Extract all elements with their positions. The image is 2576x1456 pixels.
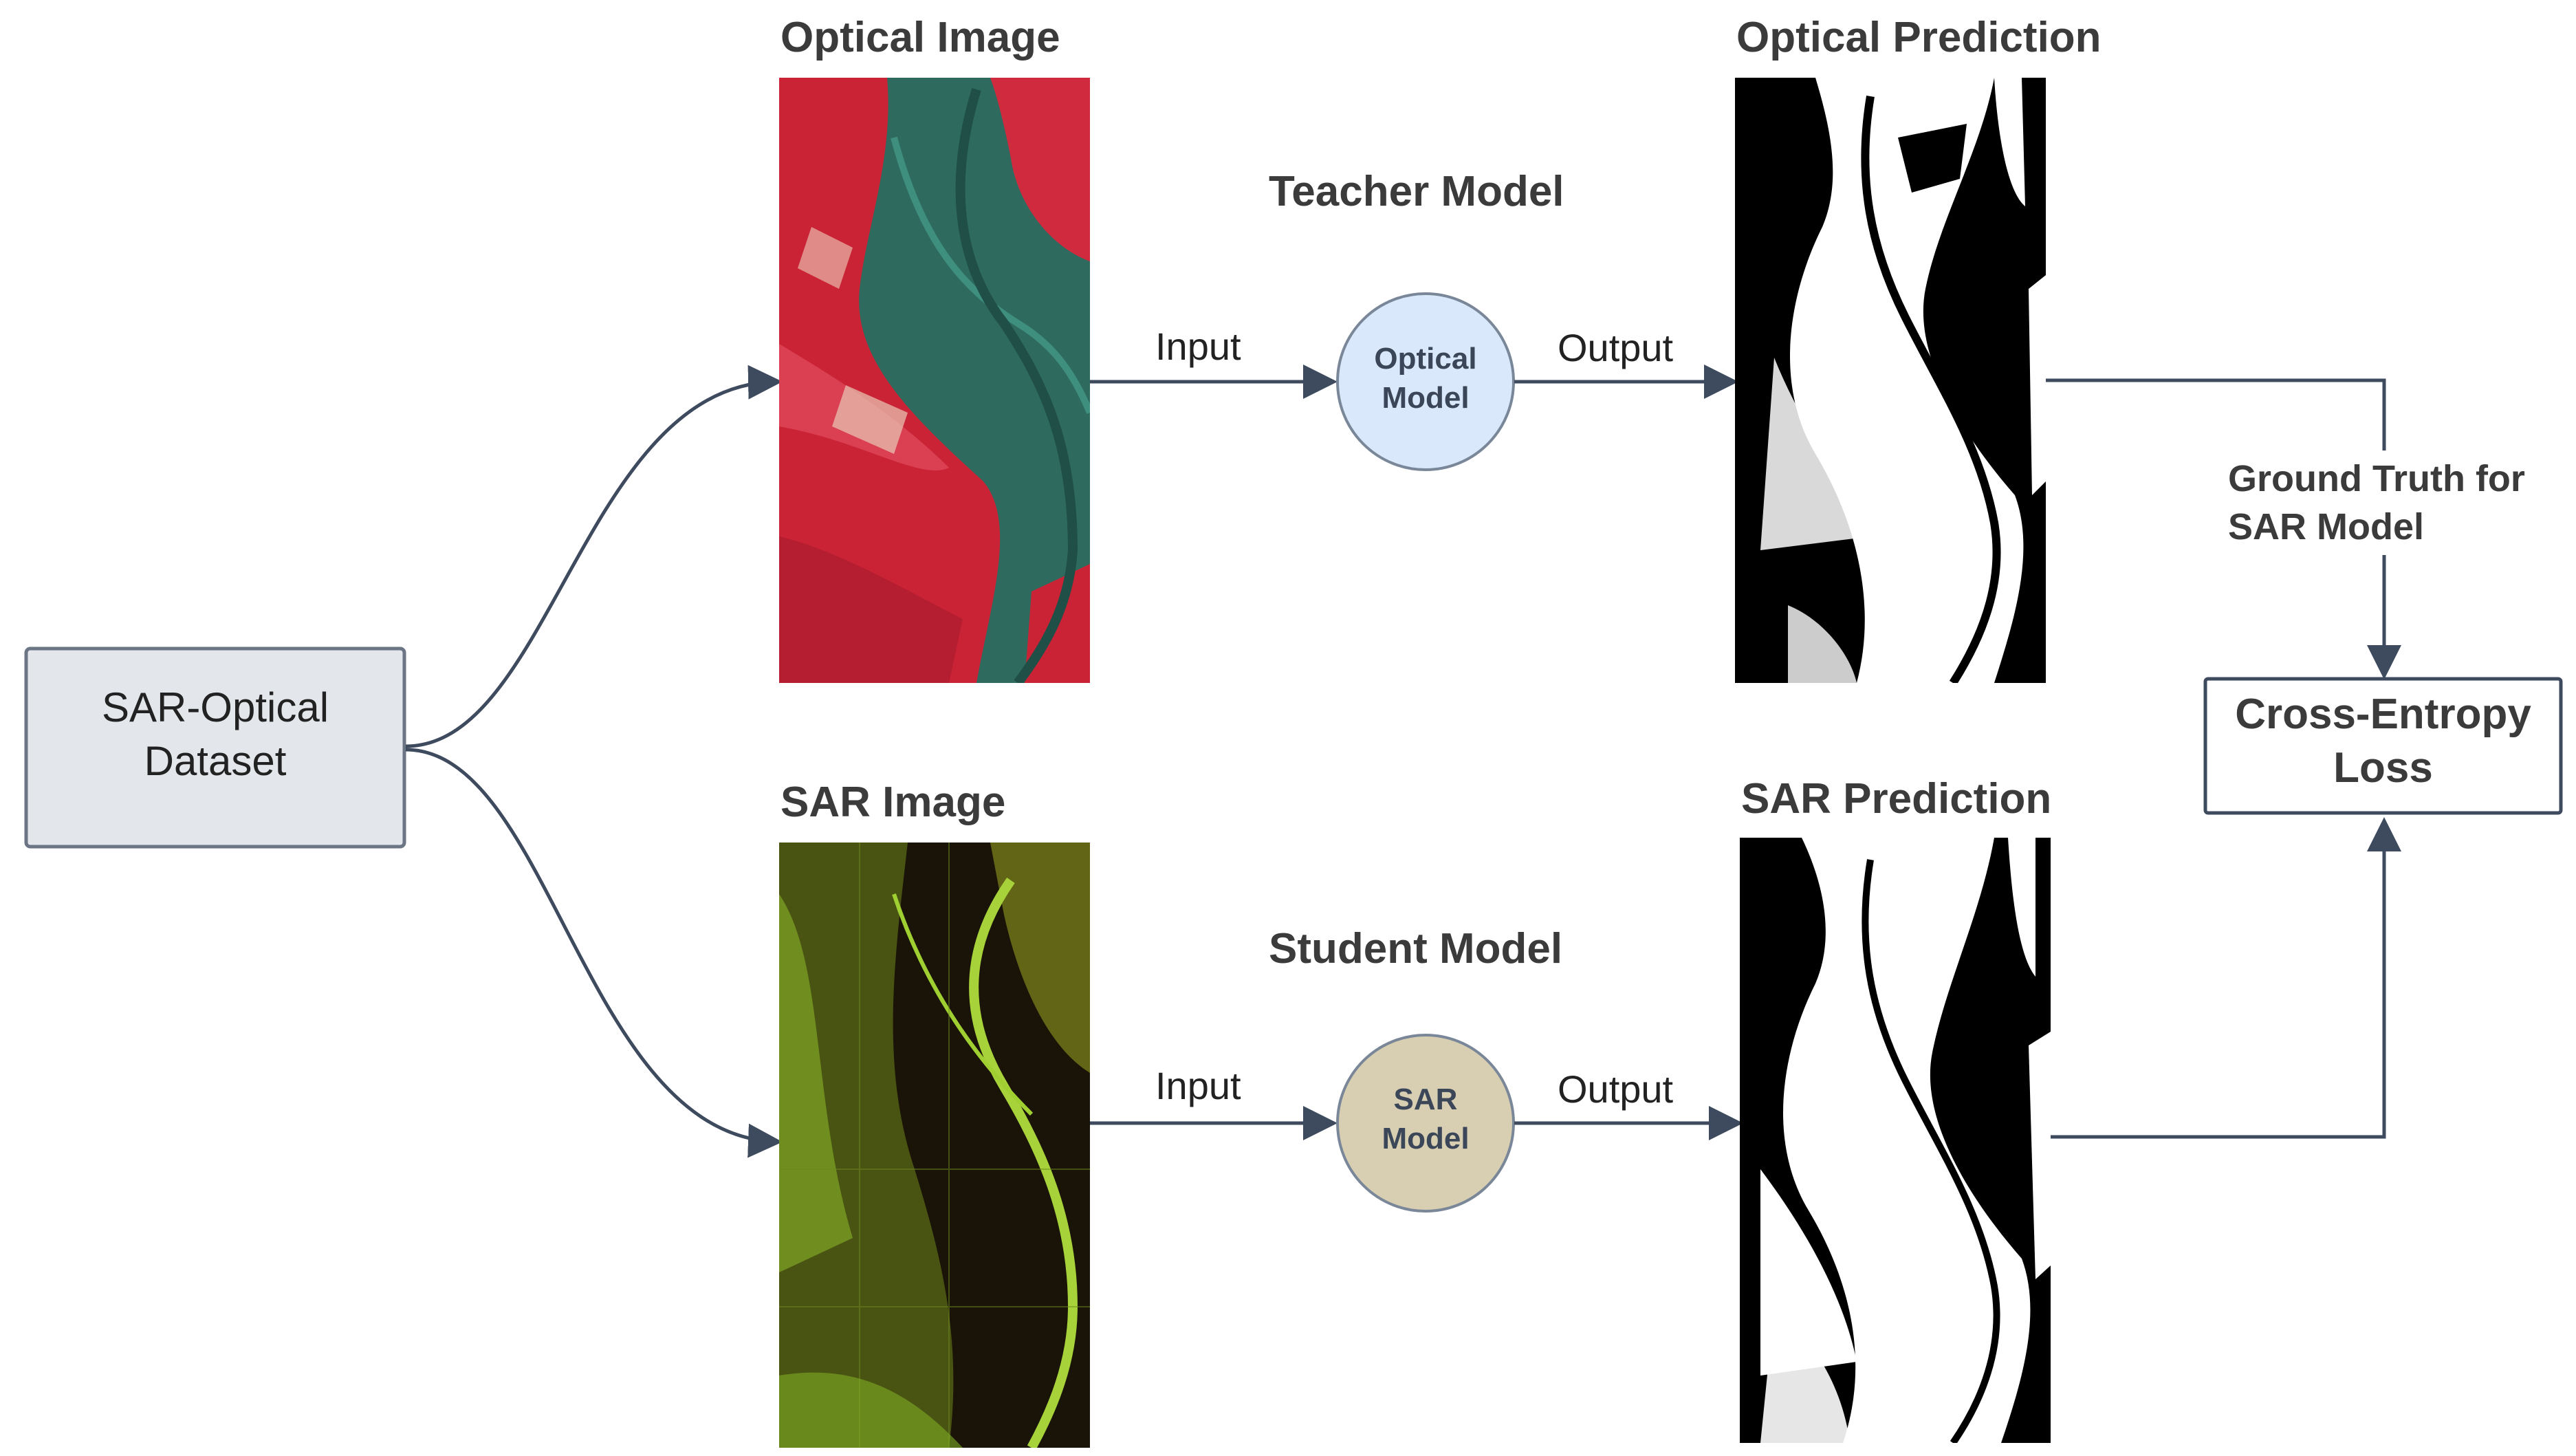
teacher-to-loss-arrow (2046, 378, 2401, 680)
student-model-title: Student Model (1269, 925, 1563, 973)
dataset-to-sar-arrow (405, 748, 783, 1158)
sar-image-title: SAR Image (781, 779, 1006, 826)
sar-prediction-image (1740, 838, 2051, 1443)
ground-truth-label: Ground Truth for SAR Model (2228, 450, 2565, 556)
optical-image (779, 78, 1090, 683)
loss-label: Cross-Entropy Loss (2235, 691, 2531, 792)
sar-model-label: SAR Model (1382, 1083, 1470, 1156)
optical-prediction-title: Optical Prediction (1736, 14, 2102, 61)
dataset-label: SAR-Optical Dataset (101, 684, 329, 784)
optical-model-node (1336, 292, 1515, 471)
sar-image (779, 843, 1090, 1448)
sar-prediction-title: SAR Prediction (1741, 775, 2052, 823)
optical-image-title: Optical Image (781, 14, 1060, 61)
optical-prediction-image (1735, 78, 2046, 683)
student-input-label: Input (1155, 1064, 1241, 1107)
teacher-input-label: Input (1155, 325, 1241, 368)
student-to-loss-arrow (2051, 817, 2401, 1139)
optical-model-label: Optical Model (1374, 342, 1477, 415)
student-output-label: Output (1558, 1067, 1674, 1111)
teacher-model-title: Teacher Model (1269, 168, 1564, 215)
dataset-box (24, 646, 406, 849)
dataset-to-optical-arrow (405, 365, 783, 748)
sar-model-node (1336, 1034, 1515, 1213)
teacher-output-label: Output (1558, 326, 1674, 369)
loss-box (2203, 677, 2563, 815)
